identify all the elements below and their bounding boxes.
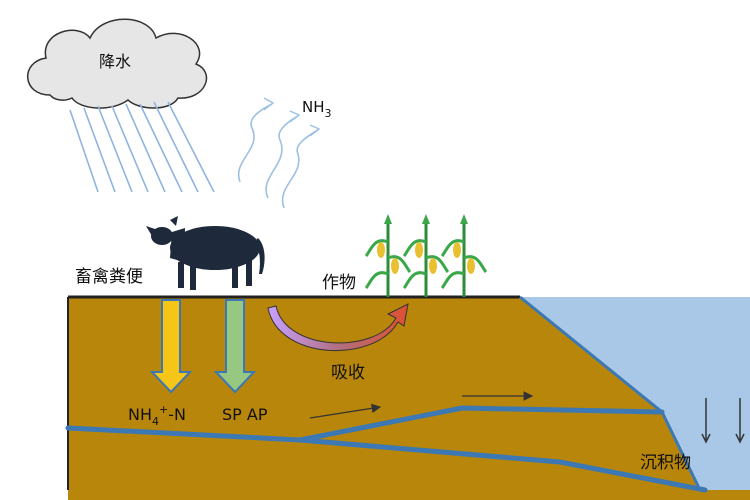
ammonia-label: NH3 bbox=[302, 98, 332, 120]
settling-arrows bbox=[701, 398, 745, 444]
flow-arrows bbox=[309, 391, 534, 419]
rain-label: 降水 bbox=[99, 52, 131, 71]
manure-label: 畜禽粪便 bbox=[75, 267, 143, 287]
phosphorus-leach-arrow bbox=[213, 299, 257, 394]
cow-icon bbox=[146, 216, 265, 290]
crops-label: 作物 bbox=[322, 273, 356, 293]
phosphorus-label: SP AP bbox=[222, 405, 268, 424]
ammonia-gas-arrows bbox=[237, 97, 321, 209]
absorb-label: 吸收 bbox=[331, 363, 365, 383]
ammonium-leach-arrow bbox=[149, 299, 193, 394]
corn-plant-icon bbox=[364, 214, 488, 297]
ammonium-label: NH4+-N bbox=[128, 403, 186, 428]
sediment-label: 沉积物 bbox=[640, 453, 691, 473]
absorb-arrow bbox=[267, 303, 409, 352]
rain-lines bbox=[69, 101, 215, 193]
cloud-icon bbox=[27, 18, 208, 109]
subsurface-channels bbox=[65, 405, 708, 493]
